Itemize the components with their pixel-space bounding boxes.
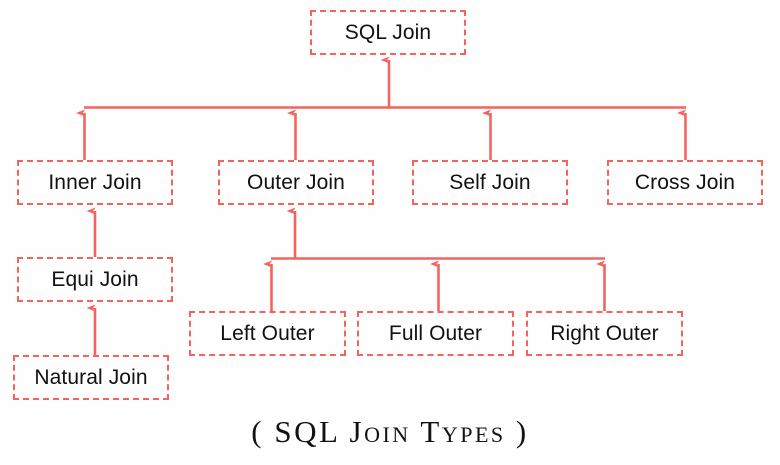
node-outer-join[interactable]: Outer Join xyxy=(218,160,374,205)
edge-group-root xyxy=(76,56,687,160)
node-label: Right Outer xyxy=(550,321,659,345)
node-label: SQL Join xyxy=(344,20,432,44)
node-equi-join[interactable]: Equi Join xyxy=(17,257,173,302)
diagram-caption: ( SQL Join Types ) xyxy=(251,414,529,449)
node-sql-join[interactable]: SQL Join xyxy=(310,10,466,55)
edge-group-outer-join xyxy=(263,207,606,311)
node-label: Full Outer xyxy=(388,321,483,345)
node-label: Natural Join xyxy=(34,365,148,389)
node-label: Equi Join xyxy=(51,267,139,291)
node-right-outer[interactable]: Right Outer xyxy=(526,311,683,356)
node-self-join[interactable]: Self Join xyxy=(412,160,568,205)
node-label: Self Join xyxy=(449,170,531,194)
node-left-outer[interactable]: Left Outer xyxy=(189,311,346,356)
node-full-outer[interactable]: Full Outer xyxy=(357,311,514,356)
node-natural-join[interactable]: Natural Join xyxy=(13,355,169,400)
node-label: Inner Join xyxy=(48,170,142,194)
node-cross-join[interactable]: Cross Join xyxy=(607,160,763,205)
node-label: Left Outer xyxy=(220,321,315,345)
node-label: Cross Join xyxy=(634,170,736,194)
node-inner-join[interactable]: Inner Join xyxy=(17,160,173,205)
node-label: Outer Join xyxy=(247,170,345,194)
